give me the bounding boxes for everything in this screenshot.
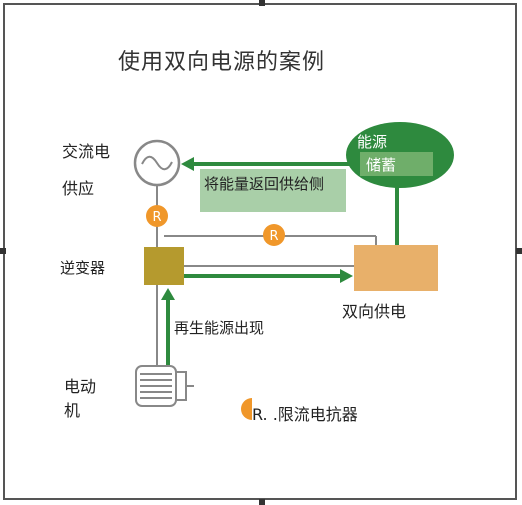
- diagram-title: 使用双向电源的案例: [118, 50, 326, 75]
- inverter-label: 逆变器: [60, 259, 106, 277]
- inverter-box: [144, 247, 184, 285]
- legend-reactor-icon: [241, 398, 252, 420]
- legend-text: R. .限流电抗器: [252, 401, 358, 425]
- reactor-symbol: R: [269, 229, 278, 244]
- reactor-icon-line: [263, 224, 285, 246]
- reactor-icon-ac: [146, 205, 168, 227]
- bidirectional-label: 双向供电: [342, 302, 407, 321]
- bidirectional-supply-box: [354, 245, 438, 291]
- storage-label-2: 储蓄: [360, 152, 433, 176]
- motor-icon: [135, 365, 194, 407]
- resize-handle-bottom[interactable]: [259, 499, 265, 505]
- ac-supply-label-1: 交流电: [62, 142, 111, 161]
- legend-symbol: R: [252, 405, 263, 424]
- svg-text:R: R: [152, 210, 161, 225]
- legend-description: . .限流电抗器: [262, 405, 358, 424]
- resize-handle-right[interactable]: [516, 248, 522, 254]
- motor-label-1: 电动: [64, 377, 97, 396]
- sine-wave-icon: [141, 155, 173, 171]
- storage-label-1: 能源: [357, 133, 388, 151]
- return-energy-label: 将能量返回供给侧: [200, 169, 346, 212]
- ac-supply-label-2: 供应: [62, 179, 95, 198]
- regen-label: 再生能源出现: [174, 319, 265, 337]
- motor-label-2: 机: [64, 401, 81, 420]
- resize-handle-top[interactable]: [259, 0, 265, 6]
- resize-handle-left[interactable]: [0, 248, 6, 254]
